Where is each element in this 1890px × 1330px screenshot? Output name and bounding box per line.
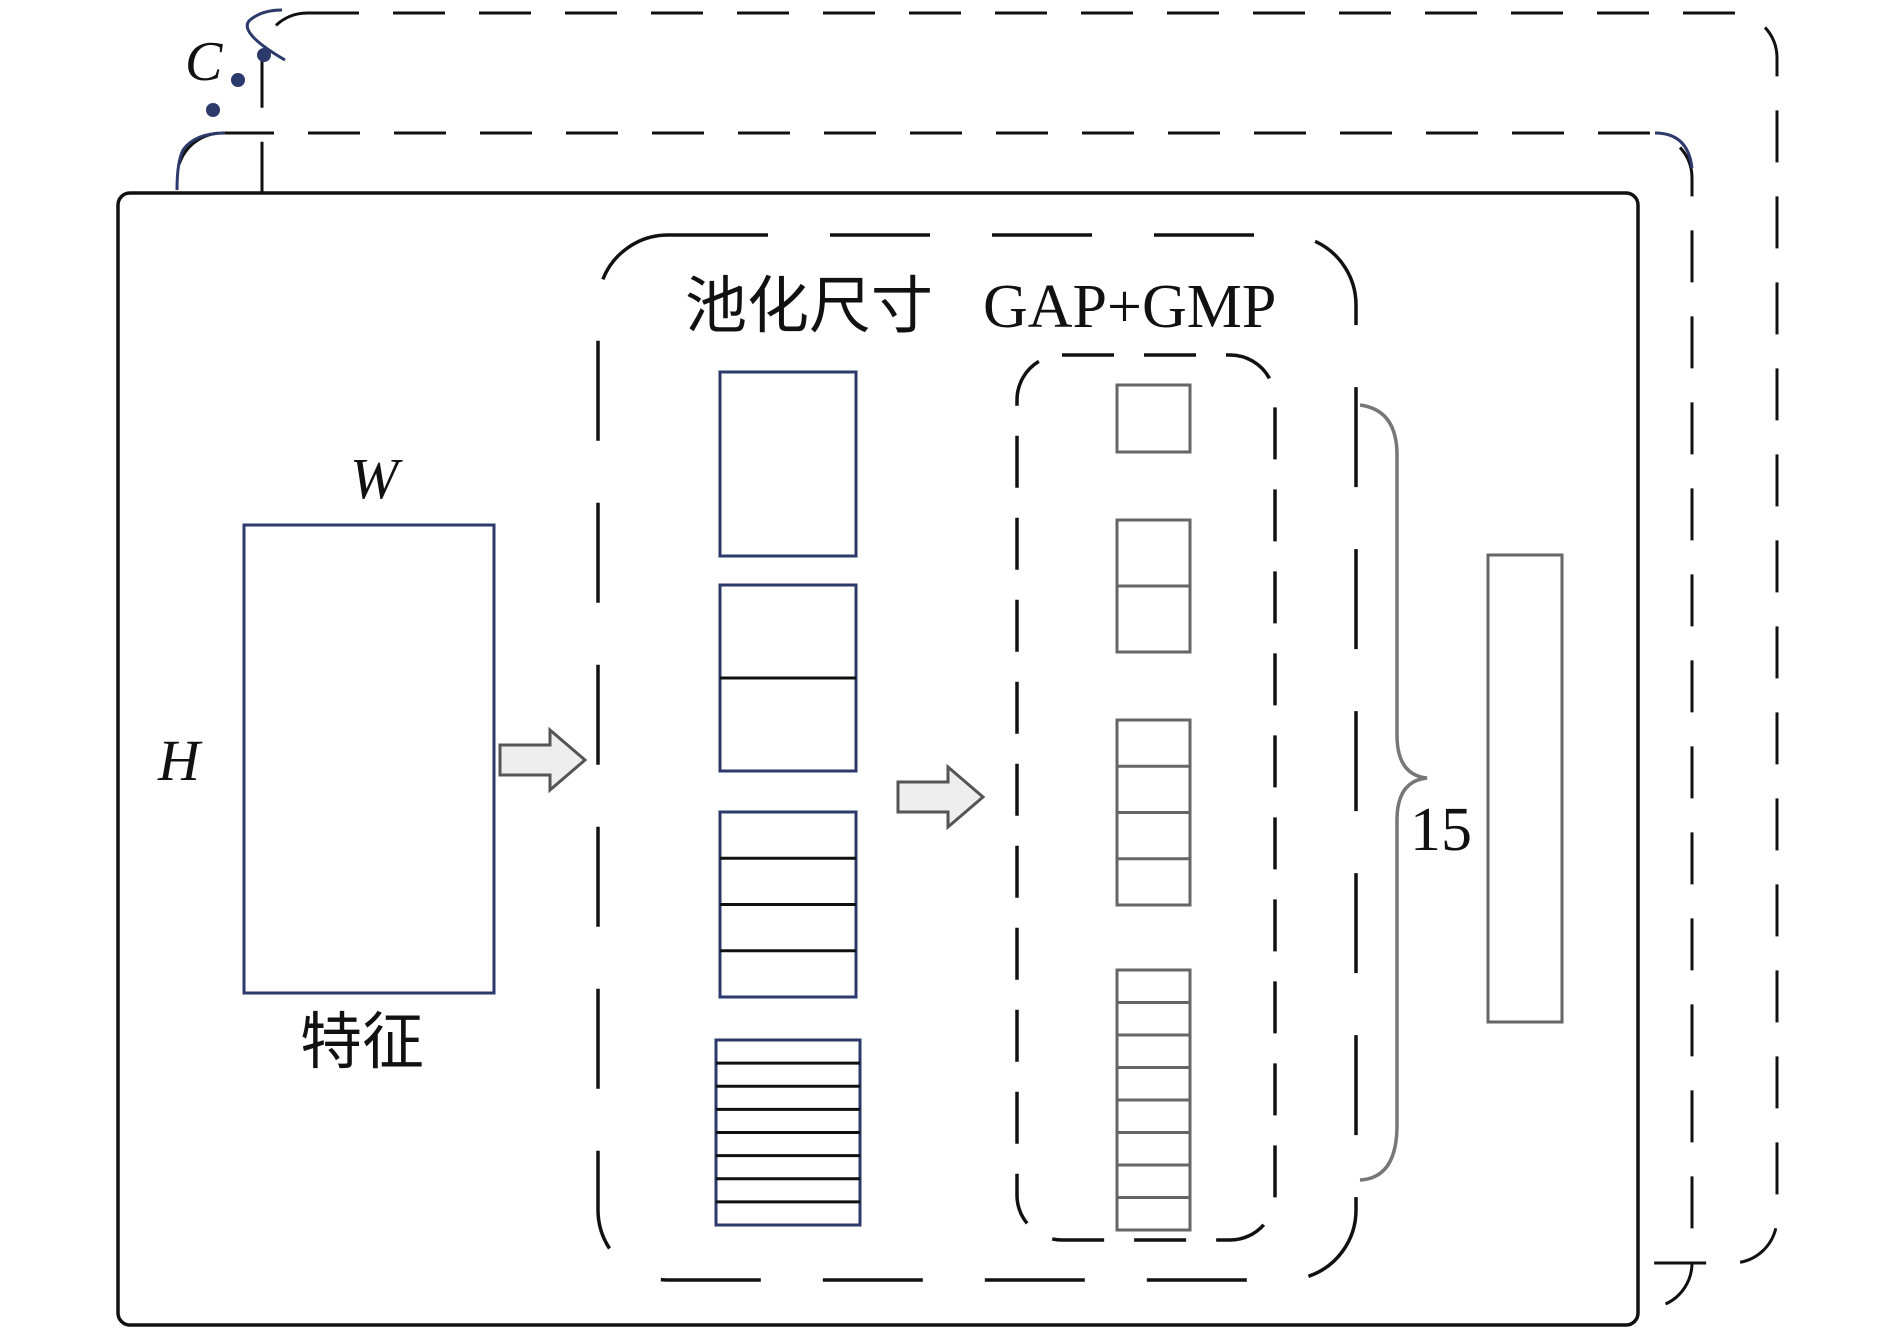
plane-corner-arc: [1654, 131, 1694, 169]
channel-label: C: [185, 31, 223, 93]
channel-plane-front: [116, 191, 1640, 1327]
height-label: H: [157, 728, 203, 793]
pooling-title-en: GAP+GMP: [983, 273, 1276, 341]
feature-label: 特征: [300, 1009, 424, 1077]
pooled-output-border: [1115, 383, 1192, 454]
pooling-title-cn: 池化尺寸: [685, 273, 933, 341]
pooling-region: [596, 233, 1358, 1282]
count-label: 15: [1410, 796, 1472, 864]
pooling-grid-border: [718, 370, 858, 558]
pooling-grid-8: [714, 1038, 862, 1227]
pooled-output-2: [1115, 518, 1192, 654]
arrow-right-icon: [498, 726, 588, 794]
width-label: W: [350, 446, 403, 511]
pooling-grids: [714, 370, 862, 1227]
pooling-grid-1: [718, 370, 858, 558]
pooling-grid-4: [718, 810, 858, 999]
channel-plane-back: [260, 11, 1779, 1265]
pooled-output-1: [1115, 383, 1192, 454]
feature-map: [242, 523, 496, 995]
pooling-grid-2: [718, 583, 858, 773]
pooled-output-8: [1115, 968, 1192, 1232]
pooled-outputs-region: [1015, 353, 1277, 1242]
output-vector: [1486, 553, 1564, 1024]
plane-corner-arc: [175, 131, 226, 191]
pooled-output-4: [1115, 718, 1192, 907]
pooled-outputs: [1115, 383, 1192, 1232]
curly-brace: [1359, 403, 1428, 1182]
arrow-right-icon: [896, 763, 986, 831]
plane-corner-arc: [245, 8, 286, 62]
ellipsis-dots-icon: [206, 48, 271, 117]
